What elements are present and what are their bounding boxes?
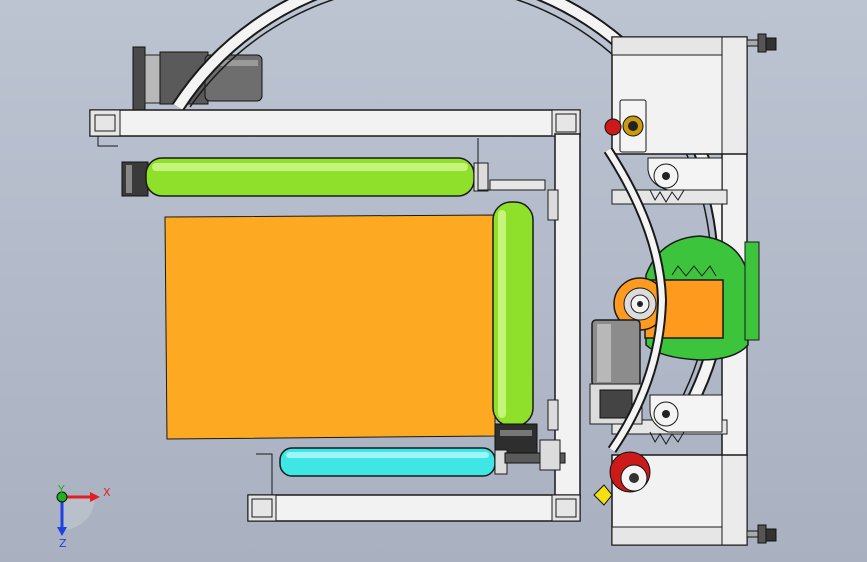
product-box	[164, 214, 496, 440]
frame-bottom-beam	[247, 453, 581, 522]
frame-top-beam	[89, 109, 581, 147]
x-axis-label: X	[103, 486, 111, 499]
lower-tensioner	[649, 394, 723, 445]
right-housing	[611, 36, 748, 546]
top-idler-wheel	[604, 99, 647, 153]
frame-right-post	[547, 133, 581, 500]
roller-vertical-green	[492, 201, 538, 455]
upper-tensioner	[647, 157, 723, 203]
roller-top-green	[121, 138, 546, 197]
x-axis-arrowhead	[90, 492, 100, 502]
y-axis-dot	[56, 491, 68, 503]
y-axis-label: Y	[57, 483, 65, 496]
roller-bottom-cyan	[279, 439, 566, 477]
axis-triad: X Y Z	[56, 483, 111, 550]
bottom-idler-wheel	[593, 451, 651, 506]
leveling-feet	[746, 33, 777, 544]
z-axis-label: Z	[59, 537, 67, 550]
z-axis-arrowhead	[57, 527, 67, 536]
